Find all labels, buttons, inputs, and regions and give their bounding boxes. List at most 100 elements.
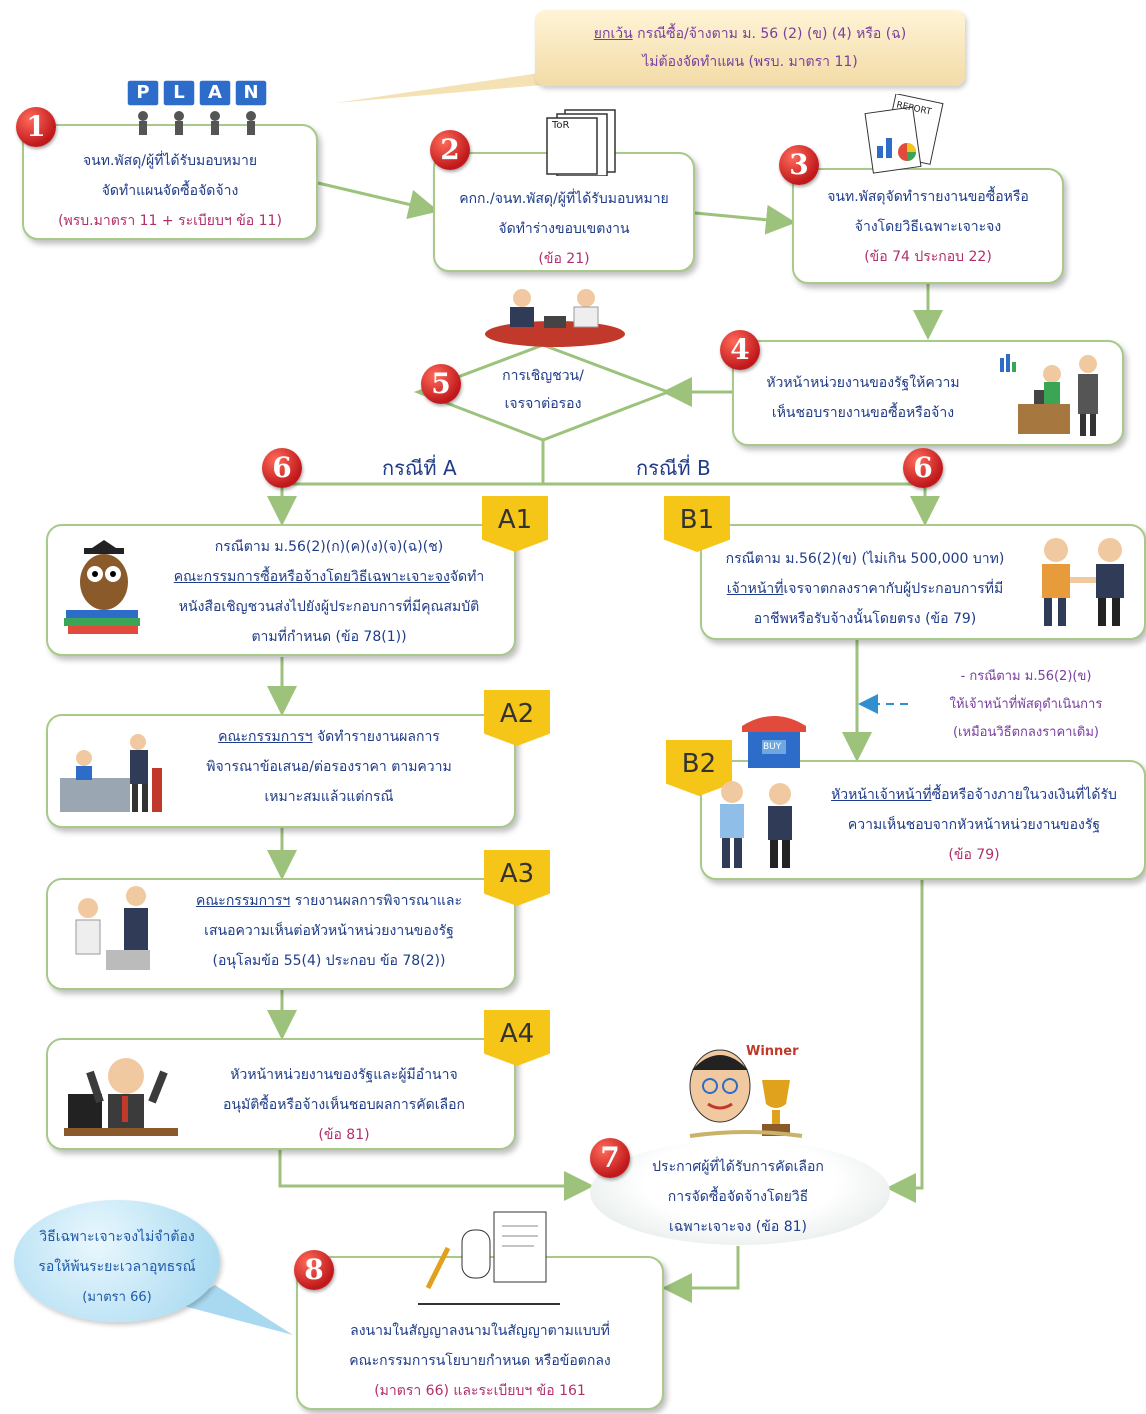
arrow-7-8 <box>662 1246 740 1303</box>
a1-text: กรณีตาม ม.56(2)(ก)(ค)(ง)(จ)(ฉ)(ช) คณะกรร… <box>146 532 512 652</box>
owl-books-icon <box>62 538 144 638</box>
b1-line3: อาชีพหรือรับจ้างนั้นโดยตรง (ข้อ 79) <box>753 611 977 627</box>
a3-text: คณะกรรมการฯ รายงานผลการพิจารณาและ เสนอคว… <box>170 886 488 976</box>
a2-line1-rest: จัดทำรายงานผลการ <box>312 729 440 745</box>
b-note-line3: (เหมือนวิธีตกลงราคาเดิม) <box>952 725 1099 740</box>
plan-letter-n: N <box>243 82 259 103</box>
a1-line2-rest: จัดทำ <box>449 569 485 585</box>
a4-line2: อนุมัติซื้อหรือจ้างเห็นชอบผลการคัดเลือก <box>223 1097 465 1113</box>
step2-ref: (ข้อ 21) <box>538 251 590 267</box>
b2-ref: (ข้อ 79) <box>948 847 1000 863</box>
a2-tag: A2 <box>484 690 550 746</box>
step6-right-number: 6 <box>903 448 943 488</box>
a3-tag: A3 <box>484 850 550 906</box>
step1-ref: (พรบ.มาตรา 11 + ระเบียบฯ ข้อ 11) <box>58 213 282 229</box>
step6-left-number: 6 <box>262 448 302 488</box>
a2-committee: คณะกรรมการฯ <box>218 729 313 745</box>
a3-line2: เสนอความเห็นต่อหัวหน้าหน่วยงานของรัฐ <box>204 923 454 939</box>
step8-box <box>296 1256 664 1410</box>
plan-sign-icon <box>125 78 271 138</box>
step7-oval <box>590 1140 890 1245</box>
b1-text: กรณีตาม ม.56(2)(ข) (ไม่เกิน 500,000 บาท)… <box>700 544 1030 634</box>
b2-line1-rest: ซื้อหรือจ้างภายในวงเงินที่ได้รับ <box>931 787 1117 803</box>
step1-line2: จัดทำแผนจัดซื้อจัดจ้าง <box>101 183 239 199</box>
case-a-label: กรณีที่ A <box>382 456 457 480</box>
callout-line1: กรณีซื้อ/จ้างตาม ม. 56 (2) (ข) (4) หรือ … <box>632 26 907 42</box>
step1-box <box>22 124 318 240</box>
callout-line2: ไม่ต้องจัดทำแผน (พรบ. มาตรา 11) <box>642 54 858 70</box>
step2-line1: คกก./จนท.พัสดุ/ผู้ที่ได้รับมอบหมาย <box>459 191 669 207</box>
a1-line1: กรณีตาม ม.56(2)(ก)(ค)(ง)(จ)(ฉ)(ช) <box>214 539 444 555</box>
step5-number: 5 <box>421 364 461 404</box>
bubble-text: วิธีเฉพาะเจาะจงไม่จำต้อง รอให้พ้นระยะเวล… <box>14 1222 220 1313</box>
step4-line2: เห็นชอบรายงานขอซื้อหรือจ้าง <box>771 405 955 421</box>
bubble-tail <box>180 1285 293 1335</box>
step4-text: หัวหน้าหน่วยงานของรัฐให้ความ เห็นชอบรายง… <box>738 368 988 428</box>
office-work-icon <box>54 728 164 818</box>
step3-box <box>792 168 1064 284</box>
step4-number: 4 <box>720 330 760 370</box>
bubble-ref: (มาตรา 66) <box>82 1290 152 1305</box>
step1-line1: จนท.พัสดุ/ผู้ที่ได้รับมอบหมาย <box>82 153 258 169</box>
callout-exception-word: ยกเว้น <box>593 26 633 42</box>
step4-line1: หัวหน้าหน่วยงานของรัฐให้ความ <box>766 375 960 391</box>
winner-label: Winner <box>746 1044 799 1059</box>
b2-tag: B2 <box>666 740 732 796</box>
step8-text: ลงนามในสัญญาลงนามในสัญญาตามแบบที่ คณะกรร… <box>296 1316 664 1406</box>
a1-line3: หนังสือเชิญชวนส่งไปยังผู้ประกอบการที่มีค… <box>178 599 480 615</box>
arrow-1-2 <box>317 181 439 220</box>
a4-tag: A4 <box>484 1010 550 1066</box>
two-officers-icon <box>708 776 806 872</box>
b2-line2: ความเห็นชอบจากหัวหน้าหน่วยงานของรัฐ <box>847 817 1101 833</box>
buy-label: BUY <box>763 742 782 752</box>
plan-letter-a: A <box>208 82 222 103</box>
step3-line2: จ้างโดยวิธีเฉพาะเจาะจง <box>854 219 1002 235</box>
a4-ref: (ข้อ 81) <box>318 1127 370 1143</box>
a1-tag: A1 <box>482 496 548 552</box>
a3-line1-rest: รายงานผลการพิจารณาและ <box>290 893 463 909</box>
step8-number: 8 <box>294 1250 334 1290</box>
b1-line1: กรณีตาม ม.56(2)(ข) (ไม่เกิน 500,000 บาท) <box>725 551 1005 567</box>
boss-desk-icon <box>996 352 1116 440</box>
b-note-line1: - กรณีตาม ม.56(2)(ข) <box>960 669 1092 684</box>
a2-line2: พิจารณาข้อเสนอ/ต่อรองราคา ตามความ <box>206 759 452 775</box>
a2-line3: เหมาะสมแล้วแต่กรณี <box>264 789 394 805</box>
winner-trophy-icon <box>686 1040 806 1144</box>
tor-document-icon <box>543 104 623 177</box>
a1-committee: คณะกรรมการซื้อหรือจ้างโดยวิธีเฉพาะเจาะจง <box>173 569 450 585</box>
step3-number: 3 <box>779 145 819 185</box>
executive-approve-icon <box>60 1044 182 1140</box>
a4-text: หัวหน้าหน่วยงานของรัฐและผู้มีอำนาจ อนุมั… <box>196 1060 492 1150</box>
step2-line2: จัดทำร่างขอบเขตงาน <box>498 221 630 237</box>
a3-line3: (อนุโลมข้อ 55(4) ประกอบ ข้อ 78(2)) <box>212 953 446 969</box>
step3-line1: จนท.พัสดุจัดทำรายงานขอซื้อหรือ <box>827 189 1029 205</box>
step7-line2: การจัดซื้อจัดจ้างโดยวิธี <box>667 1189 809 1205</box>
shop-buy-icon <box>738 706 810 770</box>
step7-line3: เฉพาะเจาะจง (ข้อ 81) <box>669 1219 807 1235</box>
a3-committee: คณะกรรมการฯ <box>195 893 291 909</box>
step7-line1: ประกาศผู้ที่ได้รับการคัดเลือก <box>652 1159 824 1175</box>
callout-pointer <box>335 70 600 103</box>
step5-line2: เจรจาต่อรอง <box>504 396 582 412</box>
step1-number: 1 <box>16 107 56 147</box>
exception-callout: ยกเว้น กรณีซื้อ/จ้างตาม ม. 56 (2) (ข) (4… <box>535 10 965 86</box>
b1-tag: B1 <box>664 496 730 552</box>
step2-number: 2 <box>430 130 470 170</box>
contract-signing-icon <box>414 1208 564 1312</box>
step5-text: การเชิญชวน/ เจรจาต่อรอง <box>470 362 616 418</box>
b1-line2-rest: เจรจาตกลงราคากับผู้ประกอบการที่มี <box>783 581 1004 597</box>
arrow-a4-7 <box>278 1150 594 1201</box>
step3-text: จนท.พัสดุจัดทำรายงานขอซื้อหรือ จ้างโดยวิ… <box>792 182 1064 272</box>
b-note-line2: ให้เจ้าหน้าที่พัสดุดำเนินการ <box>949 697 1103 712</box>
step8-line1: ลงนามในสัญญาลงนามในสัญญาตามแบบที่ <box>350 1323 610 1339</box>
step1-text: จนท.พัสดุ/ผู้ที่ได้รับมอบหมาย จัดทำแผนจั… <box>22 146 318 236</box>
arrow-2-3 <box>694 204 796 235</box>
a1-line4: ตามที่กำหนด (ข้อ 78(1)) <box>251 629 407 645</box>
a2-text: คณะกรรมการฯ จัดทำรายงานผลการ พิจารณาข้อเ… <box>170 722 488 812</box>
b2-head-officer: หัวหน้าเจ้าหน้าที่ <box>831 787 932 803</box>
bubble-line2: รอให้พ้นระยะเวลาอุทธรณ์ <box>38 1259 196 1275</box>
negotiation-table-icon <box>482 282 628 348</box>
report-icon <box>855 93 965 176</box>
handshake-icon <box>1030 530 1140 630</box>
